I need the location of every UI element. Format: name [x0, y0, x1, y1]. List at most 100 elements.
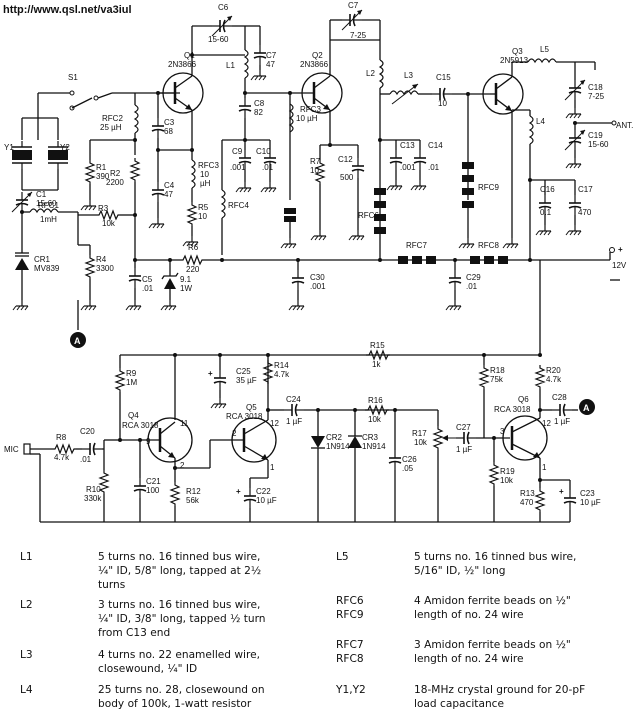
c17-label: C17	[578, 185, 593, 194]
ic-q6	[502, 415, 548, 461]
r8-label: R8	[56, 433, 67, 442]
resistor-r8	[51, 444, 77, 454]
l4-label: L4	[536, 117, 545, 126]
l5-label: L5	[540, 45, 549, 54]
c14-value: .01	[428, 163, 440, 172]
cr1-value: MV839	[34, 264, 60, 273]
c25-label: C25	[236, 367, 251, 376]
capacitor-c5	[128, 267, 142, 289]
r7-value: 10	[310, 166, 319, 175]
r5-label: R5	[198, 203, 209, 212]
c27-value: 1 µF	[456, 445, 472, 454]
rfc2-value: 25 µH	[100, 123, 122, 132]
rfc3a-value: 10	[200, 170, 209, 179]
resistor-r2	[130, 157, 140, 183]
y1-label: Y1	[4, 143, 14, 152]
q4-pin9: 9	[146, 437, 151, 446]
cr3-value: 1N914	[362, 442, 386, 451]
c22-label: C22	[256, 487, 271, 496]
c12-label: C12	[338, 155, 353, 164]
y2-label: Y2	[60, 143, 70, 152]
rfc7-beads	[398, 256, 436, 264]
r8-value: 4.7k	[54, 453, 70, 462]
q5-value: RCA 3018	[226, 412, 263, 421]
q4-pin2: 2	[180, 461, 185, 470]
inductor-rfc4	[221, 189, 226, 219]
capacitor-c8	[238, 97, 252, 119]
node-a-left	[70, 332, 86, 348]
inductor-rfc2	[134, 104, 139, 134]
q4-value: RCA 3018	[122, 421, 159, 430]
r15-value: 1k	[372, 360, 381, 369]
inductor-l1	[244, 49, 249, 79]
supply-voltage-label: 12V	[612, 261, 627, 270]
capacitor-c23	[563, 489, 577, 511]
c14-label: C14	[428, 141, 443, 150]
rfc8-label: RFC8	[478, 241, 499, 250]
legend-text-rfc7-rfc8: 3 Amidon ferrite beads on ½" length of n…	[414, 639, 571, 665]
audio-section: R15 1k R9 1M Q4 RCA 3018 9 11 2 MIC R8 4…	[4, 341, 601, 523]
r6-value: 220	[186, 265, 200, 274]
coil-legend: L1 5 turns no. 16 tinned bus wire, ¼" ID…	[0, 538, 641, 713]
c17-value: 470	[578, 208, 592, 217]
s1-label: S1	[68, 73, 78, 82]
c28-value: 1 µF	[554, 417, 570, 426]
c29-label: C29	[466, 273, 481, 282]
rfc6-beads	[374, 188, 386, 234]
node-a-right	[579, 399, 595, 415]
c30-label: C30	[310, 273, 325, 282]
q6-pin1: 1	[542, 463, 547, 472]
zener-voltage: 9.1	[180, 275, 192, 284]
q4-label: Q4	[128, 411, 139, 420]
c21-label: C21	[146, 477, 161, 486]
c9-label: C9	[232, 147, 243, 156]
mic-jack[interactable]	[23, 443, 31, 455]
q2-value: 2N3866	[300, 60, 329, 69]
r1-label: R1	[96, 163, 107, 172]
c30-value: .001	[310, 282, 326, 291]
resistor-r18	[479, 364, 489, 390]
capacitor-c24	[283, 403, 305, 417]
s1-switch[interactable]	[71, 97, 93, 109]
q6-label: Q6	[518, 395, 529, 404]
q3-value: 2N5913	[500, 56, 529, 65]
r9-value: 1M	[126, 378, 137, 387]
r5-value: 10	[198, 212, 207, 221]
c19-label: C19	[588, 131, 603, 140]
legend-text-l1: 5 turns no. 16 tinned bus wire, ¼" ID, 5…	[98, 551, 262, 591]
r3-label: R3	[98, 204, 109, 213]
r4-value: 3300	[96, 264, 114, 273]
c15-value: 10	[438, 99, 447, 108]
node-a-right-label: A	[583, 403, 590, 413]
resistor-r12	[170, 481, 180, 507]
c7-value: 47	[266, 60, 275, 69]
varactor-cr1	[15, 258, 29, 270]
legend-key-y1-y2: Y1,Y2	[336, 684, 366, 696]
r16-label: R16	[368, 396, 383, 405]
r13-value: 470	[520, 498, 534, 507]
r19-label: R19	[500, 467, 515, 476]
c23-value: 10 µF	[580, 498, 601, 507]
potentiometer-r17[interactable]	[433, 425, 443, 451]
c6-value: 15-60	[208, 35, 229, 44]
legend-text-l4: 25 turns no. 28, closewound on body of 1…	[98, 684, 265, 710]
inductor-rfc3-q1	[191, 159, 196, 189]
capacitor-c22	[243, 487, 257, 509]
c23-plus: +	[559, 487, 564, 496]
legend-key-rfc7-rfc8: RFC7 RFC8	[336, 639, 364, 665]
node-a-left-label: A	[74, 336, 81, 346]
rfc3b-value: 10 µH	[296, 114, 318, 123]
cr2-label: CR2	[326, 433, 343, 442]
q5-pin12: 12	[270, 419, 279, 428]
q5-pin1: 1	[270, 463, 275, 472]
c25-value: 35 µF	[236, 376, 257, 385]
c20-value: .01	[80, 455, 92, 464]
ant-label: ANT.	[616, 121, 633, 130]
capacitor-c30	[291, 269, 305, 291]
zener-power: 1W	[180, 284, 192, 293]
inductor-l4	[529, 115, 534, 145]
r7-label: R7	[310, 157, 321, 166]
c20-label: C20	[80, 427, 95, 436]
c21-value: 100	[146, 486, 160, 495]
power-terminal[interactable]	[609, 247, 615, 253]
